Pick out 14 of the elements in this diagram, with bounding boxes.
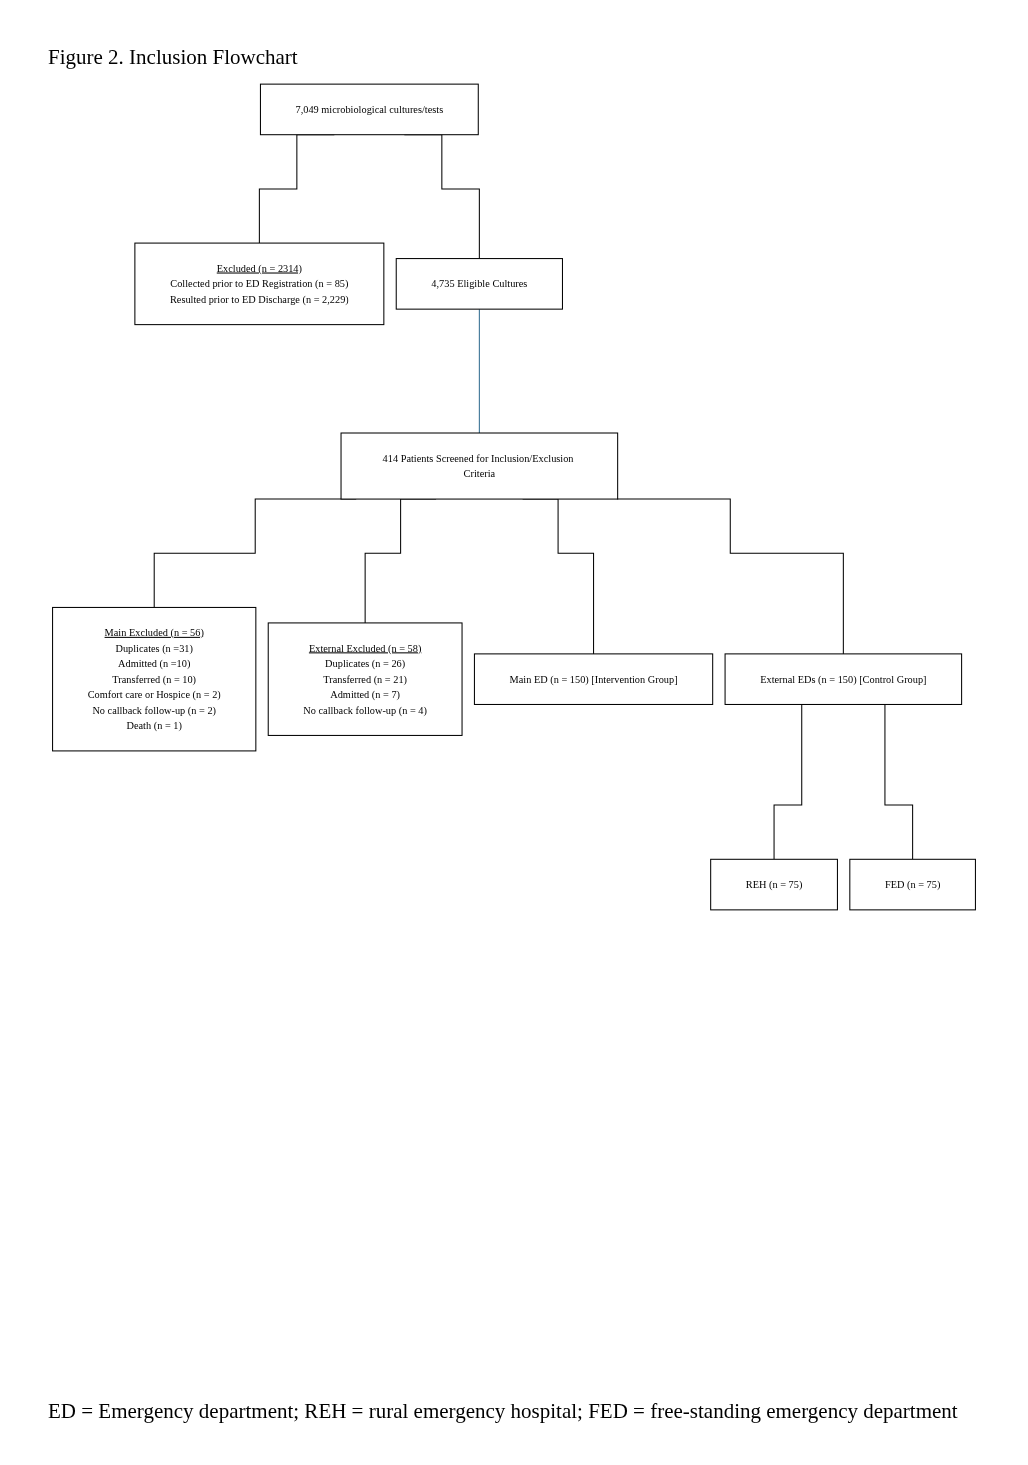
node-box: FED (n = 75): [849, 859, 976, 911]
node-box: Excluded (n = 2314) Collected prior to ED Registration (n = 85) Resulted prior to ED Discharge (n = 2,229): [134, 242, 385, 326]
node-box: Main Excluded (n = 56) Duplicates (n =31) Admitted (n =10) Transferred (n = 10) Comfort care or Hospice (n = 2) No callback follow-up (n = 2) Death (n = 1): [52, 607, 257, 752]
connector: [478, 308, 480, 434]
node-box: External Excluded (n = 58) Duplicates (n = 26) Transferred (n = 21) Admitted (n = 7) No callback follow-up (n = 4): [267, 622, 463, 737]
node-box: 7,049 microbiological cultures/tests: [259, 83, 479, 136]
node-box: Main ED (n = 150) [Intervention Group]: [473, 653, 714, 706]
connector: [616, 498, 844, 655]
figure-title: Figure 2. Inclusion Flowchart: [48, 44, 298, 71]
node-box: 414 Patients Screened for Inclusion/Exclusion Criteria: [340, 432, 619, 500]
node-box: REH (n = 75): [710, 859, 838, 911]
node-box: 4,735 Eligible Cultures: [395, 258, 563, 310]
figure-caption: ED = Emergency department; REH = rural emergency hospital; FED = free-standing emergency department: [48, 1397, 959, 1425]
node-box: External EDs (n = 150) [Control Group]: [724, 653, 963, 706]
